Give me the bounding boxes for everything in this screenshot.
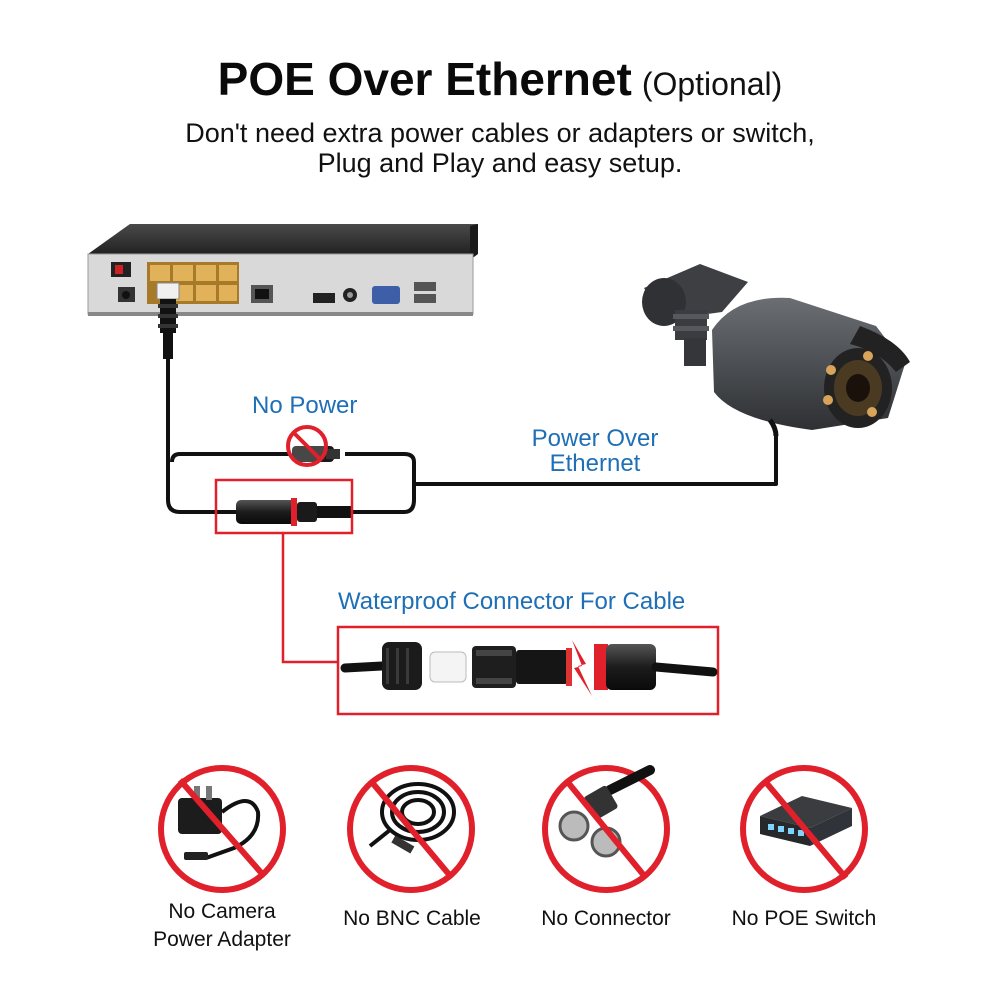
subtitle-line-2: Plug and Play and easy setup.: [317, 148, 683, 178]
no-power-adapter-icon: [158, 765, 286, 893]
caption-no-bnc-cable: No BNC Cable: [343, 907, 481, 930]
highlight-box-large: [336, 625, 720, 716]
caption-no-power-adapter: No Camera Power Adapter: [122, 898, 322, 954]
bullet-camera-icon: [642, 264, 910, 437]
network-cable: [166, 358, 778, 514]
label-power-over-ethernet: Power Over Ethernet: [500, 426, 690, 476]
label-no-power: No Power: [252, 392, 358, 419]
label-waterproof-connector: Waterproof Connector For Cable: [338, 588, 686, 615]
rj45-plug-icon: [156, 282, 180, 359]
caption-no-poe-switch: No POE Switch: [731, 907, 877, 930]
no-bnc-cable-icon: [347, 765, 475, 893]
title-optional: (Optional): [641, 66, 783, 102]
page-title: POE Over Ethernet(Optional): [0, 52, 1000, 106]
caption-line-1: No Camera: [168, 900, 276, 923]
subtitle-line-1: Don't need extra power cables or adapter…: [185, 118, 815, 148]
nvr-recorder-icon: [87, 224, 478, 316]
caption-no-connector: No Connector: [541, 907, 671, 930]
label-poe-line-2: Ethernet: [549, 450, 641, 477]
title-main: POE Over Ethernet: [217, 53, 632, 105]
waterproof-connector-large-icon: [340, 640, 718, 696]
dc-power-connector-icon: [286, 425, 340, 467]
label-poe-line-1: Power Over: [531, 425, 659, 452]
no-poe-switch-icon: [740, 765, 868, 893]
no-connector-icon: [542, 765, 670, 893]
leader-line: [281, 533, 338, 664]
caption-line-2: Power Adapter: [153, 928, 291, 951]
waterproof-connector-small-icon: [236, 498, 353, 526]
